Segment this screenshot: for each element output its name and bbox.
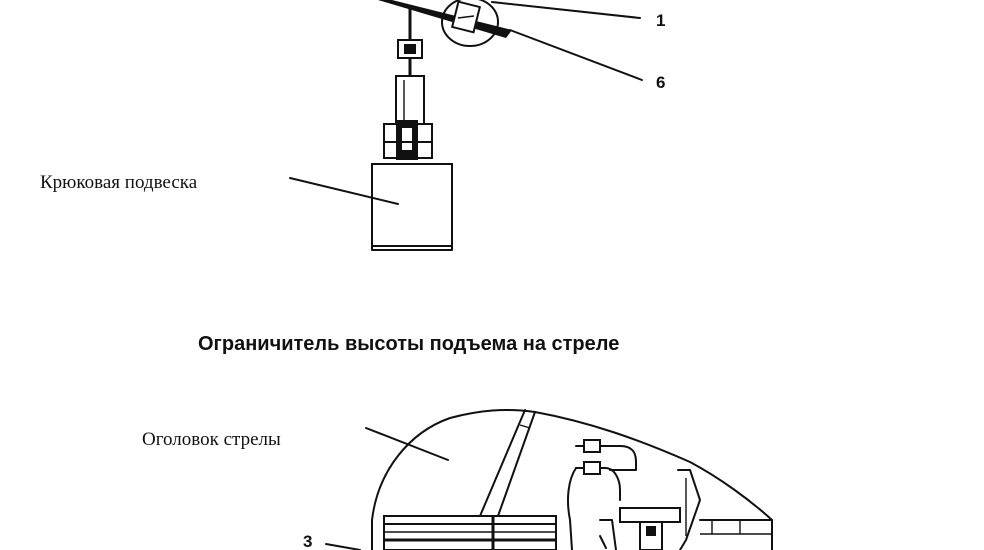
hose <box>567 467 577 550</box>
label-6: 6 <box>656 73 665 92</box>
label-1: 1 <box>656 11 665 30</box>
valve-1 <box>583 439 601 453</box>
strut-1 <box>479 409 526 517</box>
hook-block-body <box>371 163 453 247</box>
leader-hook-block <box>289 177 399 205</box>
weight-circle <box>441 0 499 47</box>
leader-3 <box>325 543 361 550</box>
hydraulic-tube-2 <box>589 467 621 501</box>
lower-beam <box>383 515 557 550</box>
cylinder <box>395 75 425 125</box>
valve-2 <box>583 461 601 475</box>
upper-leader-lines <box>289 1 643 205</box>
label-3: 3 <box>303 532 312 550</box>
upper-lever-assembly <box>371 0 512 251</box>
strut-2 <box>497 411 536 517</box>
diagram-title: Ограничитель высоты подъема на стреле <box>198 333 619 355</box>
label-hook-block: Крюковая подвеска <box>40 172 198 193</box>
lower-bracket <box>619 507 681 523</box>
leader-boom-head <box>365 427 449 461</box>
hydraulic-tube-1 <box>589 445 637 471</box>
leader-1 <box>491 1 641 19</box>
leader-6 <box>509 29 643 81</box>
boom-head-assembly <box>371 409 773 550</box>
label-boom-head: Оголовок стрелы <box>142 429 281 450</box>
right-block <box>677 469 701 550</box>
